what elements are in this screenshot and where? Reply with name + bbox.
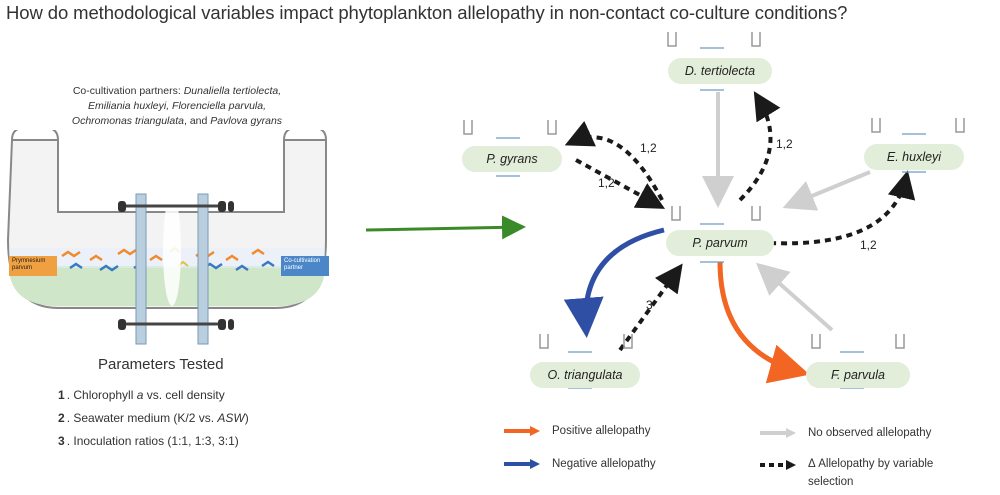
clamp-bar-right xyxy=(197,193,209,345)
co-culture-flask-illustration xyxy=(6,130,327,345)
parameter-item: 1. Chlorophyll a vs. cell density xyxy=(58,388,225,402)
edge-huxleyi-none xyxy=(782,170,871,211)
edge-label-triangulata: 3 xyxy=(646,298,653,312)
partner-conjunction: , and xyxy=(183,115,211,127)
flask-right-neck xyxy=(283,130,327,141)
edge-label-tertiolecta: 1,2 xyxy=(776,137,793,151)
legend-none: No observed allelopathy xyxy=(760,427,931,439)
flask-tag-right: Co-cultivation partner xyxy=(281,256,329,276)
node-huxleyi: E. huxleyi xyxy=(864,144,964,170)
edge-triangulata-dashed xyxy=(618,263,683,352)
edge-label-gyrans-in: 1,2 xyxy=(598,176,615,190)
node-parvula: F. parvula xyxy=(806,362,910,388)
parameters-list: 1. Chlorophyll a vs. cell density 2. Sea… xyxy=(58,384,249,453)
partner-species-1: Dunaliella tertiolecta, xyxy=(183,85,282,97)
edge-label-huxleyi: 1,2 xyxy=(860,238,877,252)
partner-species-3b: Pavlova gyrans xyxy=(210,115,283,127)
flask-tag-left: Prymnesium parvum xyxy=(9,256,57,276)
edge-tertiolecta-dashed xyxy=(738,91,781,202)
edge-huxleyi-dashed xyxy=(769,170,916,246)
node-triangulata: O. triangulata xyxy=(530,362,640,388)
membrane-filter xyxy=(163,194,181,306)
node-parvum-center: P. parvum xyxy=(666,230,774,256)
legend-negative: Negative allelopathy xyxy=(504,458,656,470)
parameter-item: 2. Seawater medium (K/2 vs. ASW) xyxy=(58,411,249,425)
process-arrow xyxy=(365,215,526,240)
partner-species-3a: Ochromonas triangulata xyxy=(71,115,184,127)
partner-species-2: Emiliania huxleyi, Florenciella parvula, xyxy=(88,100,266,112)
edge-parvula-positive xyxy=(717,261,810,384)
mini-clamp-icons xyxy=(496,47,926,389)
edge-triangulata-negative xyxy=(563,227,665,338)
edge-label-gyrans-out: 1,2 xyxy=(640,141,657,155)
parameters-title: Parameters Tested xyxy=(98,356,224,373)
page-title: How do methodological variables impact p… xyxy=(6,2,848,23)
node-tertiolecta: D. tertiolecta xyxy=(668,58,772,84)
node-gyrans: P. gyrans xyxy=(462,146,562,172)
edge-gyrans-out-dashed xyxy=(564,120,664,201)
edge-parvula-none xyxy=(756,262,834,332)
parameter-item: 3. Inoculation ratios (1:1, 1:3, 3:1) xyxy=(58,434,239,448)
clamp-bar-left xyxy=(135,193,147,345)
flask-left-neck xyxy=(11,130,59,141)
mini-flask-icons xyxy=(463,32,965,349)
partners-prefix: Co-cultivation partners: xyxy=(72,85,184,97)
partners-description: Co-cultivation partners: Dunaliella tert… xyxy=(12,84,342,129)
edge-gyrans-in-dashed xyxy=(575,158,666,209)
legend-positive: Positive allelopathy xyxy=(504,425,650,437)
